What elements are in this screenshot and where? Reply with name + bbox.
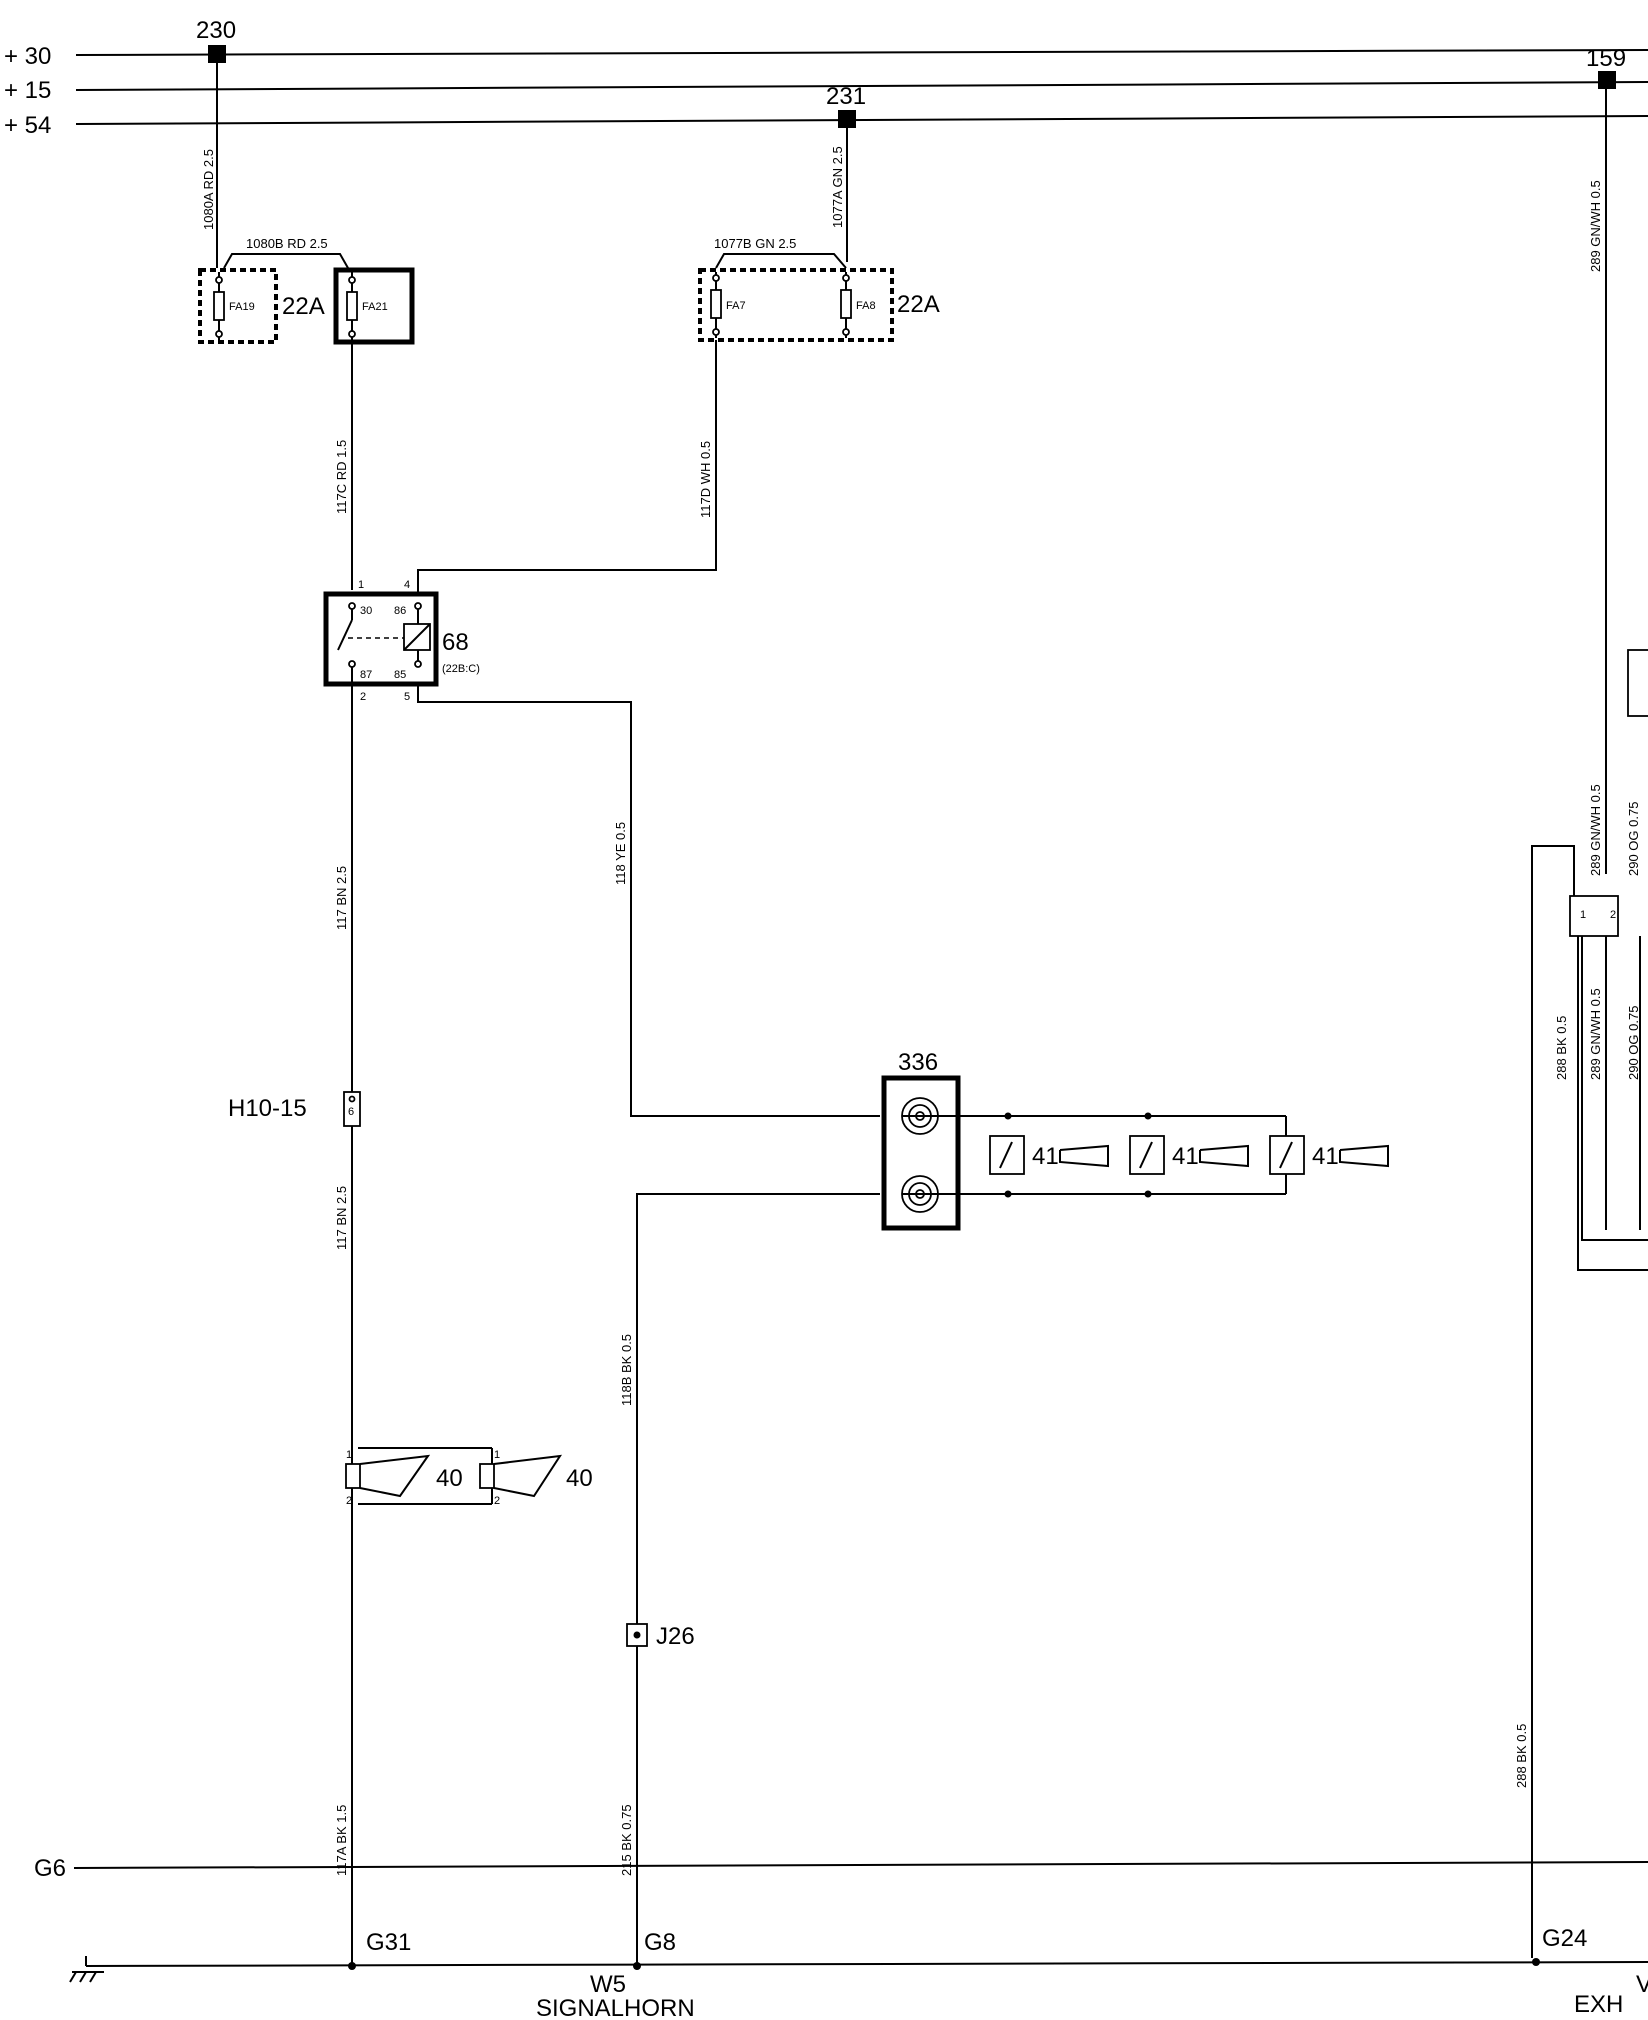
fuse-fa8 — [840, 272, 852, 338]
junction-j26-label: J26 — [656, 1623, 695, 1650]
ground-icon — [69, 1956, 104, 1983]
ground-g31-label: G31 — [366, 1929, 411, 1956]
horn-icon — [1339, 1144, 1389, 1168]
wire-117-upper-label: 117 BN 2.5 — [334, 866, 349, 930]
right-bracket — [1627, 649, 1648, 717]
connector-h10-15-pin: 6 — [348, 1106, 354, 1118]
right-connector-pin-2: 2 — [1610, 909, 1616, 921]
wire-1080b-label: 1080B RD 2.5 — [246, 236, 328, 251]
junction-230 — [208, 45, 226, 63]
fuse-fa7-label: FA7 — [726, 300, 746, 312]
power-rails: + 30 + 15 + 54 — [4, 43, 1648, 139]
horn-40-left — [345, 1447, 492, 1505]
horn-button-41-a — [989, 1112, 1025, 1198]
wire-117-lower-label: 117 BN 2.5 — [334, 1186, 349, 1250]
relay-contact — [337, 602, 404, 684]
relay-pin-1: 1 — [358, 579, 364, 591]
horn-left-pin-1: 1 — [346, 1449, 352, 1461]
connector-h10-15-label: H10-15 — [228, 1095, 307, 1122]
ground-g24-label: G24 — [1542, 1925, 1587, 1952]
relay-pin-5: 5 — [404, 691, 410, 703]
footer-code: W5 — [590, 1971, 626, 1998]
wire-117d-label: 117D WH 0.5 — [698, 441, 713, 518]
horn-right-id: 40 — [566, 1465, 593, 1492]
wire-290-mid-label: 290 OG 0.75 — [1626, 802, 1641, 876]
horn-button-41-b — [1129, 1112, 1165, 1198]
junction-159 — [1598, 71, 1616, 89]
rail-54-label: + 54 — [4, 112, 51, 139]
junction-230-label: 230 — [196, 17, 236, 44]
relay-terminal-87: 87 — [360, 669, 372, 681]
fuse-fa7 — [710, 272, 722, 338]
wire-1077b-label: 1077B GN 2.5 — [714, 236, 796, 251]
horn-right-pin-2: 2 — [494, 1495, 500, 1507]
rail-30-label: + 30 — [4, 43, 51, 70]
footer-title: SIGNALHORN — [536, 1995, 695, 2020]
horn-button-41-b-id: 41 — [1172, 1143, 1199, 1170]
wire-215-label: 215 BK 0.75 — [619, 1804, 634, 1876]
wire-1080a-label: 1080A RD 2.5 — [201, 149, 216, 230]
wire-288-b-label: 288 BK 0.5 — [1514, 1724, 1529, 1788]
fuse-rating-right: 22A — [897, 291, 940, 318]
wire-289-low-label: 289 GN/WH 0.5 — [1588, 988, 1603, 1080]
fuse-fa21-label: FA21 — [362, 301, 388, 313]
horn-icon — [1059, 1144, 1109, 1168]
relay-terminal-30: 30 — [360, 605, 372, 617]
fuse-fa21 — [346, 272, 358, 340]
right-connector — [1569, 895, 1619, 937]
wire-118b-label: 118B BK 0.5 — [619, 1334, 634, 1406]
wire-288-a-label: 288 BK 0.5 — [1554, 1016, 1569, 1080]
relay-sub-label: (22B:C) — [442, 663, 480, 675]
rail-15-label: + 15 — [4, 77, 51, 104]
wire-117c-label: 117C RD 1.5 — [334, 440, 349, 514]
wire-289-top-label: 289 GN/WH 0.5 — [1588, 180, 1603, 272]
horn-button-41-a-id: 41 — [1032, 1143, 1059, 1170]
wire-118-label: 118 YE 0.5 — [613, 822, 628, 885]
junction-231-label: 231 — [826, 83, 866, 110]
footer-right-code: V — [1636, 1971, 1648, 1998]
fuse-fa19-label: FA19 — [229, 301, 255, 313]
horn-button-41-c — [1269, 1135, 1305, 1175]
relay-terminal-86: 86 — [394, 605, 406, 617]
horn-button-41-c-id: 41 — [1312, 1143, 1339, 1170]
ground-point-g8 — [633, 1962, 641, 1970]
horn-left-id: 40 — [436, 1465, 463, 1492]
wire-1077a-label: 1077A GN 2.5 — [830, 146, 845, 228]
wire-290-low-label: 290 OG 0.75 — [1626, 1006, 1641, 1080]
horn-icon — [1199, 1144, 1249, 1168]
fuse-rating-left: 22A — [282, 293, 325, 320]
relay-terminal-85: 85 — [394, 669, 406, 681]
relay-coil — [403, 602, 431, 668]
fuse-block-fa7-fa8 — [698, 268, 894, 342]
junction-231 — [838, 110, 856, 128]
rail-g6-label: G6 — [34, 1855, 66, 1882]
relay-pin-2: 2 — [360, 691, 366, 703]
horn-left-pin-2: 2 — [346, 1495, 352, 1507]
junction-159-label: 159 — [1586, 45, 1626, 72]
relay-pin-4: 4 — [404, 579, 410, 591]
relay-id: 68 — [442, 629, 469, 656]
footer-right-title: EXH — [1574, 1991, 1623, 2018]
wire-289-mid-label: 289 GN/WH 0.5 — [1588, 784, 1603, 876]
horn-right-pin-1: 1 — [494, 1449, 500, 1461]
fuse-fa19 — [213, 272, 225, 340]
horn-switch-id: 336 — [898, 1049, 938, 1076]
right-connector-pin-1: 1 — [1580, 909, 1586, 921]
ground-point-g24 — [1532, 1958, 1540, 1966]
fuse-fa8-label: FA8 — [856, 300, 876, 312]
wire-117a-label: 117A BK 1.5 — [334, 1805, 349, 1876]
horn-40-right — [479, 1448, 563, 1504]
ground-g8-label: G8 — [644, 1929, 676, 1956]
ground-point-g31 — [348, 1962, 356, 1970]
fuse-block-fa19 — [198, 268, 278, 344]
